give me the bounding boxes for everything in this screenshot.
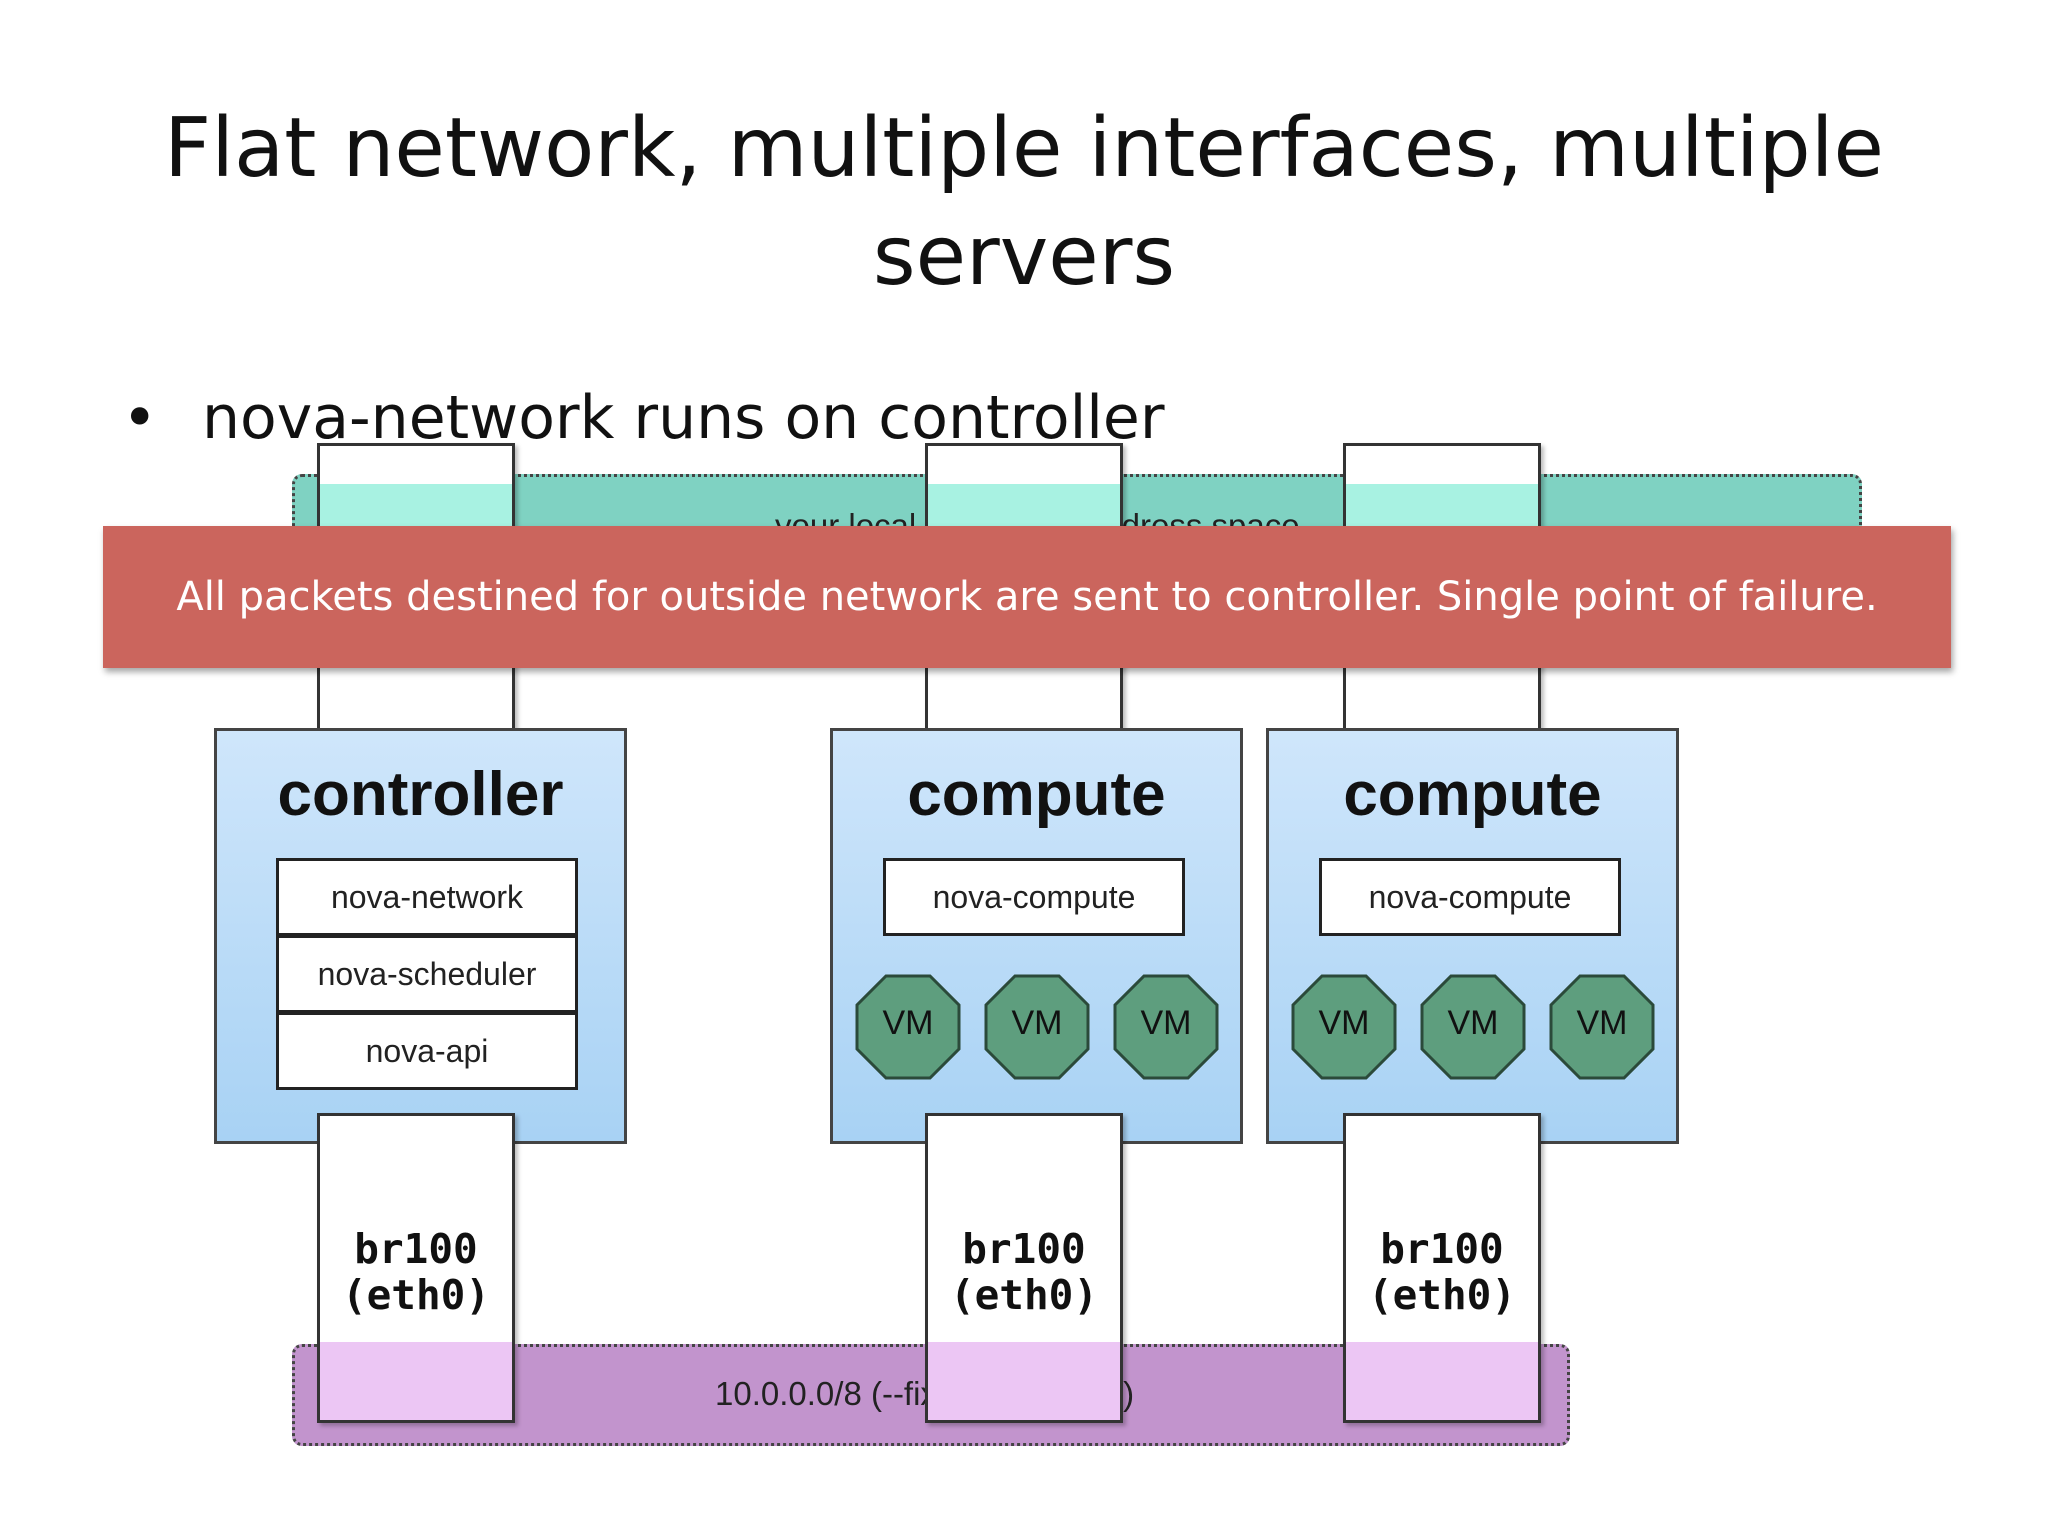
octagon-icon	[1113, 974, 1219, 1080]
server-compute-2: compute nova-compute VM VM VM	[1266, 728, 1679, 1144]
vm-node: VM	[855, 974, 961, 1080]
bridge-interface-controller: br100 (eth0)	[317, 1113, 515, 1423]
octagon-icon	[1291, 974, 1397, 1080]
bullet-item: • nova-network runs on controller	[122, 380, 1165, 456]
octagon-icon	[855, 974, 961, 1080]
vm-node: VM	[1291, 974, 1397, 1080]
octagon-icon	[1549, 974, 1655, 1080]
service-box: nova-scheduler	[276, 935, 578, 1013]
vm-node: VM	[1549, 974, 1655, 1080]
callout-banner: All packets destined for outside network…	[103, 526, 1951, 668]
server-controller: controller nova-network nova-scheduler n…	[214, 728, 627, 1144]
vm-node: VM	[1420, 974, 1526, 1080]
bridge-label: br100 (eth0)	[341, 1225, 491, 1319]
server-title: compute	[1343, 760, 1602, 829]
service-box: nova-compute	[1319, 858, 1621, 936]
bridge-interface-compute-1: br100 (eth0)	[925, 1113, 1123, 1423]
vm-node: VM	[984, 974, 1090, 1080]
slide-title-line2: servers	[872, 209, 1176, 304]
vm-label: VM	[882, 1004, 934, 1042]
vm-node: VM	[1113, 974, 1219, 1080]
vm-label: VM	[1576, 1004, 1628, 1042]
bridge-label: br100 (eth0)	[1367, 1225, 1517, 1319]
server-title: compute	[907, 760, 1166, 829]
service-box: nova-compute	[883, 858, 1185, 936]
vm-label: VM	[1447, 1004, 1499, 1042]
server-title: controller	[277, 760, 564, 829]
bridge-interface-compute-2: br100 (eth0)	[1343, 1113, 1541, 1423]
octagon-icon	[984, 974, 1090, 1080]
service-box: nova-api	[276, 1012, 578, 1090]
vm-label: VM	[1011, 1004, 1063, 1042]
slide-title: Flat network, multiple interfaces, multi…	[0, 95, 2048, 311]
bullet-dot-icon: •	[122, 383, 158, 453]
bullet-text: nova-network runs on controller	[202, 383, 1165, 453]
bridge-label: br100 (eth0)	[949, 1225, 1099, 1319]
vm-label: VM	[1140, 1004, 1192, 1042]
octagon-icon	[1420, 974, 1526, 1080]
slide-title-line1: Flat network, multiple interfaces, multi…	[164, 101, 1884, 196]
vm-label: VM	[1318, 1004, 1370, 1042]
server-compute-1: compute nova-compute VM VM VM	[830, 728, 1243, 1144]
service-box: nova-network	[276, 858, 578, 936]
